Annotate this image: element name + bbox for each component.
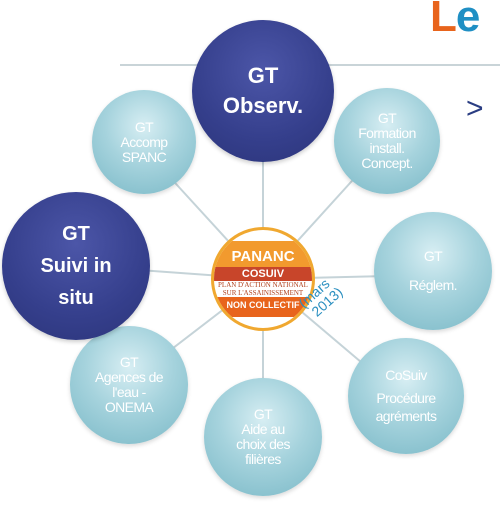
node-gt-suivi-line1: GT [62,223,90,245]
node-gt-formation-line1: GT [377,110,397,126]
center-logo-sub1: PLAN D'ACTION NATIONAL [218,281,308,289]
center-logo-cosuiv: COSUIV [214,267,312,281]
node-gt-agences-line3: l'eau - [112,384,146,400]
node-cosuiv-line1: CoSuiv [385,367,427,383]
node-gt-suivi: GT Suivi in situ [2,192,150,340]
node-gt-reglem-line2: Réglem. [409,277,458,293]
node-cosuiv-line3: agréments [375,408,437,424]
node-gt-aide: GT Aide au choix des filières [204,378,322,496]
node-gt-observ-line2: Observ. [222,93,304,118]
node-cosuiv-line2: Procédure [376,390,436,406]
node-gt-accomp-line2: Accomp [120,133,169,150]
node-gt-aide-line4: filières [245,451,281,467]
node-gt-formation-line3: install. [369,140,405,156]
slide-title-fragment: Le [430,0,481,42]
center-logo: PANANC COSUIV PLAN D'ACTION NATIONAL SUR… [211,227,315,331]
node-cosuiv-procedure: CoSuiv Procédure agréments [348,338,464,454]
node-gt-aide-line1: GT [253,406,273,422]
node-gt-accomp-line3: SPANC [121,148,167,165]
node-gt-agences: GT Agences de l'eau - ONEMA [70,326,188,444]
node-gt-agences-line1: GT [119,354,139,370]
center-logo-pananc: PANANC [214,241,312,267]
node-gt-aide-line3: choix des [236,436,290,452]
node-gt-suivi-line3: situ [58,287,94,309]
node-gt-reglem: GT Réglem. [374,212,492,330]
title-letter-l: L [430,0,457,41]
node-gt-aide-line2: Aide au [241,421,285,437]
node-gt-formation-line4: Concept. [361,155,413,171]
bullet-arrow-icon: > [466,92,484,125]
node-gt-agences-line4: ONEMA [104,399,154,415]
node-gt-formation: GT Formation install. Concept. [334,88,440,194]
node-gt-formation-line2: Formation [358,125,416,141]
node-gt-reglem-line1: GT [423,248,443,264]
node-gt-accomp: GT Accomp SPANC [92,90,196,194]
center-logo-sub2: SUR L'ASSAINISSEMENT [222,289,304,297]
title-letter-e: e [455,0,481,41]
center-logo-non-collectif: NON COLLECTIF [214,297,312,317]
node-gt-observ: GT Observ. [192,20,334,162]
node-gt-observ-line1: GT [247,63,279,88]
node-gt-accomp-line1: GT [134,118,154,135]
node-gt-suivi-line2: Suivi in [40,255,112,277]
node-gt-agences-line2: Agences de [95,369,164,385]
